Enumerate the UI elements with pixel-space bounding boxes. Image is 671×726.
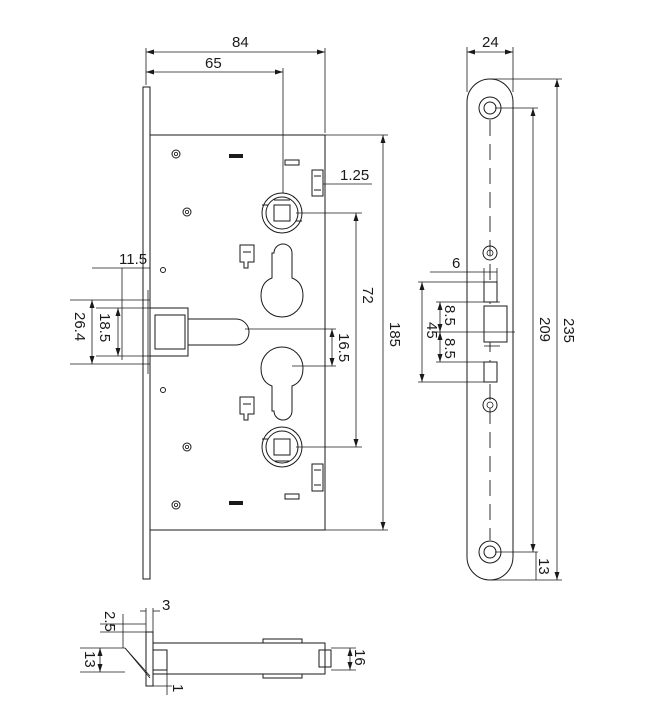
side-view: 24 6 45 8.5 8.5 209 235 13	[418, 34, 577, 581]
dim-faceplate-length: 235	[560, 318, 577, 343]
front-view: 84 65 1.25 72 16.5 185 11.5	[70, 34, 403, 580]
rivet-screws	[160, 149, 192, 510]
dim-latch-depth: 6	[452, 255, 460, 272]
upper-cylinder-cutout	[260, 243, 304, 318]
dim-screw-offset: 13	[535, 558, 552, 575]
dim-screw-spacing: 209	[536, 317, 553, 342]
dim-bolt-projection: 11.5	[119, 251, 147, 268]
side-latch	[483, 281, 508, 383]
lower-follower	[261, 426, 303, 468]
dim-bottom-height: 16	[351, 649, 368, 666]
dim-latch-lower: 8.5	[441, 338, 458, 359]
deadbolt	[147, 290, 250, 374]
dim-bottom-thickness: 3	[162, 597, 170, 614]
bottom-case	[153, 642, 326, 675]
dim-bolt-height-outer: 26.4	[71, 312, 88, 341]
bottom-view: 3 2.5 13 16 1	[80, 597, 368, 695]
dim-total-width: 84	[232, 34, 249, 51]
dim-latch-upper: 8.5	[441, 305, 458, 326]
dim-faceplate-width: 24	[482, 34, 499, 51]
dim-backset: 65	[205, 55, 222, 72]
dim-bolt-to-cylinder: 16.5	[335, 333, 352, 362]
dim-cylinder-spacing: 72	[359, 287, 376, 304]
slot-top	[229, 154, 243, 158]
dim-case-height: 185	[386, 322, 403, 347]
dim-bottom-offset: 13	[81, 651, 98, 668]
dim-cam-offset: 1.25	[340, 167, 369, 184]
side-faceplate	[466, 78, 514, 581]
dim-bolt-height-inner: 18.5	[96, 313, 113, 342]
dim-bottom-step: 2.5	[101, 611, 118, 632]
slot-bottom	[229, 501, 243, 505]
lower-cylinder-cutout	[260, 346, 304, 421]
dim-bottom-lip: 1	[169, 684, 186, 692]
front-faceplate	[142, 86, 151, 580]
dim-latch-span: 45	[423, 322, 440, 339]
